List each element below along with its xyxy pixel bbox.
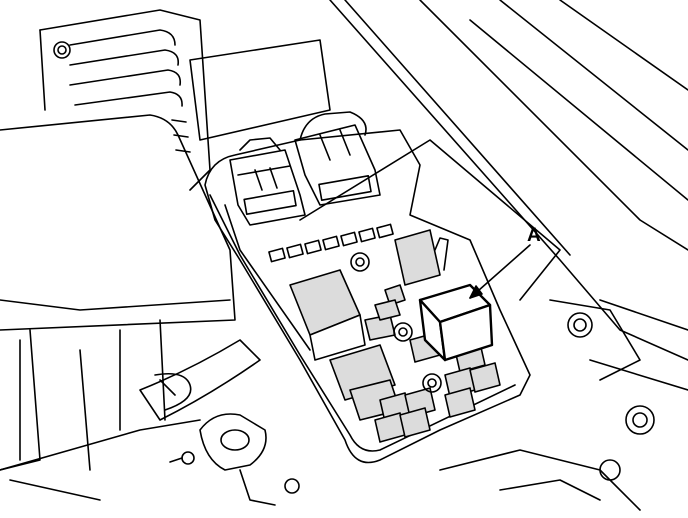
bracket-with-ribs (40, 10, 210, 190)
engine-bay-frame (190, 0, 688, 510)
battery-terminal (170, 414, 299, 505)
air-cleaner-housing (0, 115, 235, 500)
intake-hose (140, 340, 260, 420)
callout-leader-a (470, 245, 530, 298)
box-studs (394, 238, 448, 392)
callout-label-a: A (527, 225, 541, 246)
fuse-relay-box (205, 130, 530, 463)
fuse-row (269, 224, 393, 271)
relay-a (420, 285, 492, 360)
large-connectors (230, 112, 380, 225)
relay-blocks (290, 230, 500, 442)
